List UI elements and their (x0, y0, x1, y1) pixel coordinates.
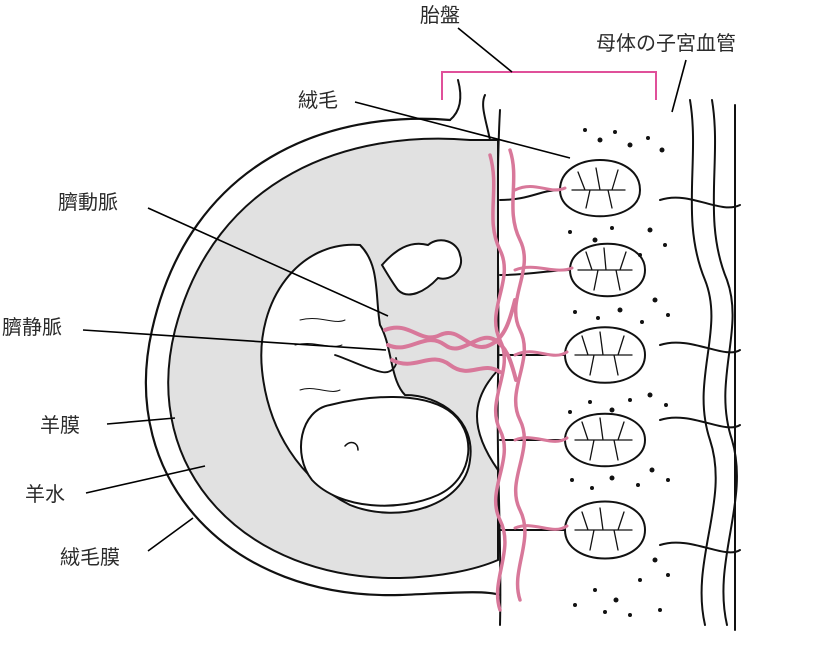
label-amniotic-fluid: 羊水 (25, 482, 65, 506)
label-villi: 絨毛 (298, 88, 338, 112)
villus-tuft (564, 412, 646, 468)
leader-umbilical-vein (82, 329, 387, 351)
leader-maternal-vessels (671, 59, 687, 113)
leader-placenta (457, 27, 513, 73)
villus-tuft (564, 326, 646, 384)
leader-umbilical-artery (147, 207, 389, 317)
villus-tuft (564, 500, 646, 560)
leader-lines (82, 27, 687, 552)
label-umbilical-artery: 臍動脈 (58, 190, 118, 214)
fetal-vessels (383, 148, 574, 612)
villus-tuft (569, 242, 646, 298)
uterine-wall (496, 99, 741, 631)
villus-tuft (559, 159, 641, 218)
label-umbilical-vein: 臍静脈 (2, 315, 62, 339)
label-amnion: 羊膜 (40, 413, 80, 437)
leader-chorion (147, 517, 194, 552)
placenta-bracket (441, 71, 657, 100)
leader-amnion (106, 417, 176, 425)
label-chorion: 絨毛膜 (60, 545, 120, 569)
leader-amniotic-fluid (85, 465, 206, 494)
labels: 胎盤 母体の子宮血管 絨毛 臍動脈 臍静脈 羊膜 羊水 絨毛膜 (2, 3, 736, 569)
label-placenta: 胎盤 (420, 3, 460, 27)
fetus (260, 239, 472, 514)
label-maternal-vessels: 母体の子宮血管 (596, 31, 736, 55)
leader-villi (354, 101, 571, 159)
